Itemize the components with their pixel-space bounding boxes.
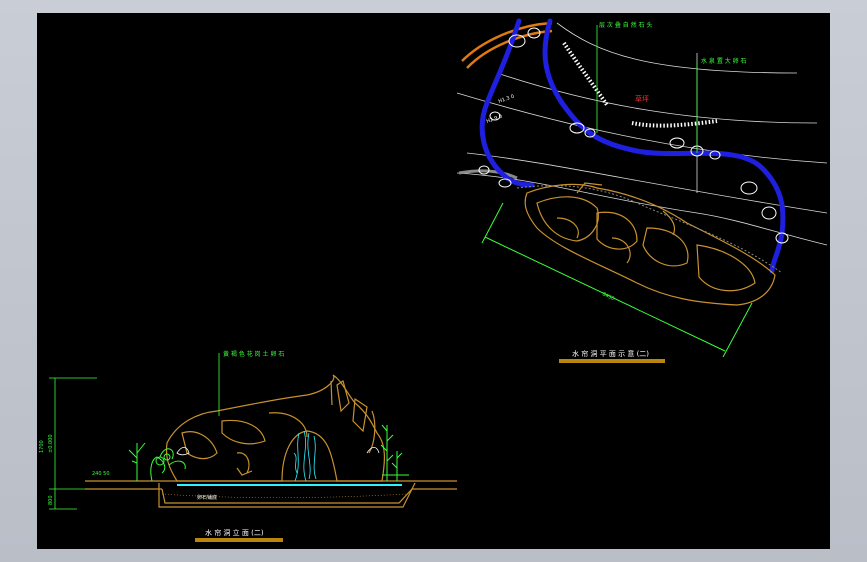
orange-paving-arc xyxy=(461,21,553,69)
plan-label-lawn: 草坪 xyxy=(635,94,649,103)
basin-label: 卵石铺底 xyxy=(197,494,217,501)
dim-total: ±0.000 xyxy=(48,434,54,453)
grey-path xyxy=(458,169,518,180)
plants-white xyxy=(176,446,380,456)
cad-drawing: 8450 层 次 叠 自 然 石 头 水 泉 置 大 卵 石 草坪 H1.3 0… xyxy=(39,18,828,542)
plan-contours xyxy=(456,22,828,246)
elevation-view: 1700 ±0.000 800 240 50 卵石铺底 xyxy=(39,350,457,542)
rockery xyxy=(165,374,385,482)
basin xyxy=(158,482,416,508)
plants-right xyxy=(380,424,409,481)
plan-small-mark-1: H1.3 0 xyxy=(498,94,516,105)
plan-dimension-label: 8450 xyxy=(601,291,615,302)
plan-small-mark-2: H2.9 0 xyxy=(486,114,504,125)
plan-view: 8450 层 次 叠 自 然 石 头 水 泉 置 大 卵 石 草坪 H1.3 0… xyxy=(456,18,828,363)
elevation-label-top: 黄 褐 色 花 岗 土 卵 石 xyxy=(223,350,284,358)
plan-title-bar xyxy=(559,359,665,363)
plants-left xyxy=(128,442,186,482)
dim-lower: 800 xyxy=(48,495,54,505)
stepping-stones xyxy=(562,41,718,128)
water-curtain xyxy=(293,430,317,482)
elevation-title: 水 帘 洞 立 面 (二) xyxy=(205,528,264,537)
plan-dimension xyxy=(481,202,753,358)
elevation-title-bar xyxy=(195,538,283,542)
dim-small: 240 50 xyxy=(92,471,110,477)
plan-rock-mass xyxy=(524,182,776,306)
plan-title: 水 帘 洞 平 面 示 意 (二) xyxy=(572,349,649,358)
plan-label-top: 层 次 叠 自 然 石 头 xyxy=(599,21,652,29)
rock-edge-line xyxy=(516,185,783,274)
plan-leaders xyxy=(596,25,698,153)
dim-upper: 1700 xyxy=(39,440,45,453)
elevation-dimension-lines xyxy=(49,377,97,510)
plan-label-right: 水 泉 置 大 卵 石 xyxy=(701,57,747,65)
drawing-canvas[interactable]: 8450 层 次 叠 自 然 石 头 水 泉 置 大 卵 石 草坪 H1.3 0… xyxy=(37,13,830,549)
